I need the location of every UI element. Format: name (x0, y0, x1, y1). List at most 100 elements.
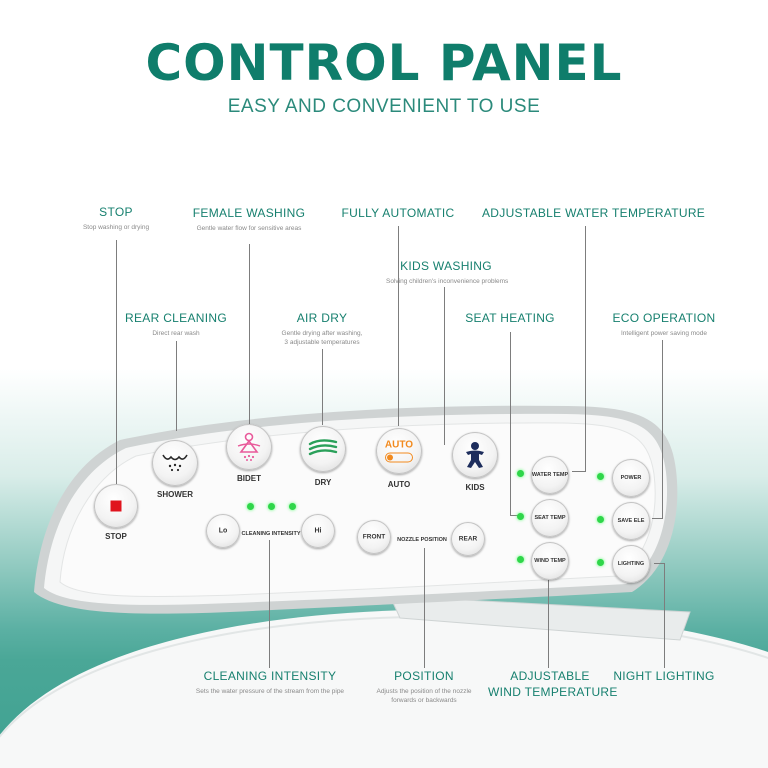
water-temp-led (517, 470, 524, 477)
callout-line-night-lighting-v (664, 563, 665, 668)
callout-female-washing-desc: Gentle water flow for sensitive areas (196, 225, 302, 232)
intensity-indicator-led-3 (289, 503, 296, 510)
callout-wind-temperature-title-1: ADJUSTABLE (510, 669, 590, 683)
callout-line-eco-operation-h (652, 518, 663, 519)
nozzle-rear-button[interactable]: REAR (451, 522, 485, 556)
callout-line-stop (116, 240, 117, 485)
callout-line-night-lighting-h (654, 563, 665, 564)
callout-line-air-dry (322, 349, 323, 425)
intensity-indicator-led-2 (268, 503, 275, 510)
callout-fully-automatic-title: FULLY AUTOMATIC (341, 206, 455, 220)
intensity-lo-button[interactable]: Lo (206, 514, 240, 548)
seat-temp-label: SEAT TEMP (534, 515, 566, 521)
power-button[interactable]: POWER (612, 459, 650, 497)
lighting-button[interactable]: LIGHTING (612, 545, 650, 583)
callout-night-lighting-title: NIGHT LIGHTING (613, 669, 715, 683)
save-ele-button[interactable]: SAVE ELE (612, 502, 650, 540)
callout-cleaning-intensity: CLEANING INTENSITY Sets the water pressu… (180, 669, 360, 696)
callout-line-eco-operation (662, 340, 663, 518)
callout-position-desc-2: forwards or backwards (391, 697, 457, 704)
kids-child-icon (466, 442, 484, 468)
callout-position-desc-1: Adjusts the position of the nozzle (376, 688, 472, 695)
auto-button-label: AUTO (387, 480, 411, 489)
stop-button[interactable] (94, 484, 138, 528)
callout-eco-operation-desc: Intelligent power saving mode (621, 330, 707, 337)
dry-button-label: DRY (314, 478, 332, 487)
callout-kids-washing: KIDS WASHING Solving children's inconven… (386, 259, 509, 286)
intensity-indicator-led-1 (247, 503, 254, 510)
callout-line-water-temp-v (585, 226, 586, 471)
callout-air-dry-title: AIR DRY (296, 311, 348, 325)
lighting-label: LIGHTING (617, 561, 645, 567)
water-temp-label: WATER TEMP (531, 472, 569, 478)
water-temp-button[interactable]: WATER TEMP (531, 456, 569, 494)
callout-line-seat-heating-v (510, 332, 511, 515)
callout-line-position (424, 548, 425, 668)
wind-temp-button[interactable]: WIND TEMP (531, 542, 569, 580)
page-title: CONTROL PANEL (145, 34, 623, 92)
callout-line-female-washing (249, 244, 250, 427)
auto-icon: AUTO (383, 440, 415, 463)
callout-rear-cleaning: REAR CLEANING Direct rear wash (116, 311, 236, 338)
cleaning-intensity-panel-label: CLEANING INTENSITY (241, 531, 301, 537)
callout-air-dry: AIR DRY Gentle drying after washing, 3 a… (262, 311, 382, 347)
callout-fully-automatic: FULLY AUTOMATIC (338, 206, 458, 220)
wind-temp-label: WIND TEMP (534, 558, 566, 564)
callout-air-dry-desc-2: 3 adjustable temperatures (284, 339, 360, 346)
nozzle-position-panel-label: NOZZLE POSITION (397, 537, 447, 543)
callout-eco-operation: ECO OPERATION Intelligent power saving m… (596, 311, 732, 338)
bidet-female-icon (237, 432, 261, 461)
save-ele-label: SAVE ELE (617, 518, 645, 524)
callout-seat-heating: SEAT HEATING (450, 311, 570, 325)
shower-spray-icon (162, 454, 188, 472)
callout-cleaning-intensity-title: CLEANING INTENSITY (203, 669, 337, 683)
auto-toggle-icon (385, 452, 413, 463)
intensity-lo-label: Lo (218, 527, 228, 535)
callout-kids-washing-desc: Solving children's inconvenience problem… (386, 278, 509, 285)
kids-button-label: KIDS (465, 483, 485, 492)
callout-rear-cleaning-desc: Direct rear wash (152, 330, 200, 337)
auto-icon-text: AUTO (384, 439, 414, 451)
auto-button[interactable]: AUTO (376, 428, 422, 474)
callout-cleaning-intensity-desc: Sets the water pressure of the stream fr… (195, 688, 345, 695)
callout-stop: STOP Stop washing or drying (56, 205, 176, 232)
callout-seat-heating-title: SEAT HEATING (465, 311, 555, 325)
callout-water-temperature-title: ADJUSTABLE WATER TEMPERATURE (482, 206, 706, 220)
stop-square-icon (110, 500, 122, 512)
seat-temp-led (517, 513, 524, 520)
callout-line-fully-automatic (398, 226, 399, 426)
callout-water-temperature: ADJUSTABLE WATER TEMPERATURE (482, 206, 706, 220)
callout-wind-temperature: ADJUSTABLE WIND TEMPERATURE (488, 669, 617, 699)
callout-line-seat-heating-h (510, 515, 522, 516)
dry-button[interactable] (300, 426, 346, 472)
stop-button-label: STOP (105, 532, 127, 541)
nozzle-front-button[interactable]: FRONT (357, 520, 391, 554)
bidet-button[interactable] (226, 424, 272, 470)
callout-night-lighting: NIGHT LIGHTING (606, 669, 722, 683)
callout-line-kids (444, 287, 445, 445)
callout-kids-washing-title: KIDS WASHING (400, 259, 492, 273)
callout-air-dry-desc-1: Gentle drying after washing, (281, 330, 363, 337)
callout-line-water-temp-h (572, 471, 586, 472)
callout-line-wind-temp (548, 573, 549, 668)
dry-wind-icon (308, 439, 338, 456)
nozzle-front-label: FRONT (362, 533, 386, 541)
kids-button[interactable] (452, 432, 498, 478)
callout-female-washing: FEMALE WASHING Gentle water flow for sen… (178, 206, 320, 233)
callout-eco-operation-title: ECO OPERATION (612, 311, 716, 325)
callout-rear-cleaning-title: REAR CLEANING (125, 311, 227, 325)
callout-stop-desc: Stop washing or drying (82, 224, 150, 231)
intensity-hi-label: Hi (314, 527, 322, 535)
power-label: POWER (620, 475, 642, 481)
lighting-led (597, 559, 604, 566)
shower-button-label: SHOWER (157, 490, 193, 499)
intensity-hi-button[interactable]: Hi (301, 514, 335, 548)
callout-stop-title: STOP (99, 205, 133, 219)
page-subtitle: EASY AND CONVENIENT TO USE (227, 96, 541, 117)
callout-line-cleaning-intensity (269, 540, 270, 668)
power-led (597, 473, 604, 480)
seat-temp-button[interactable]: SEAT TEMP (531, 499, 569, 537)
shower-button[interactable] (152, 440, 198, 486)
callout-position-title: POSITION (394, 669, 454, 683)
bidet-button-label: BIDET (237, 474, 261, 483)
